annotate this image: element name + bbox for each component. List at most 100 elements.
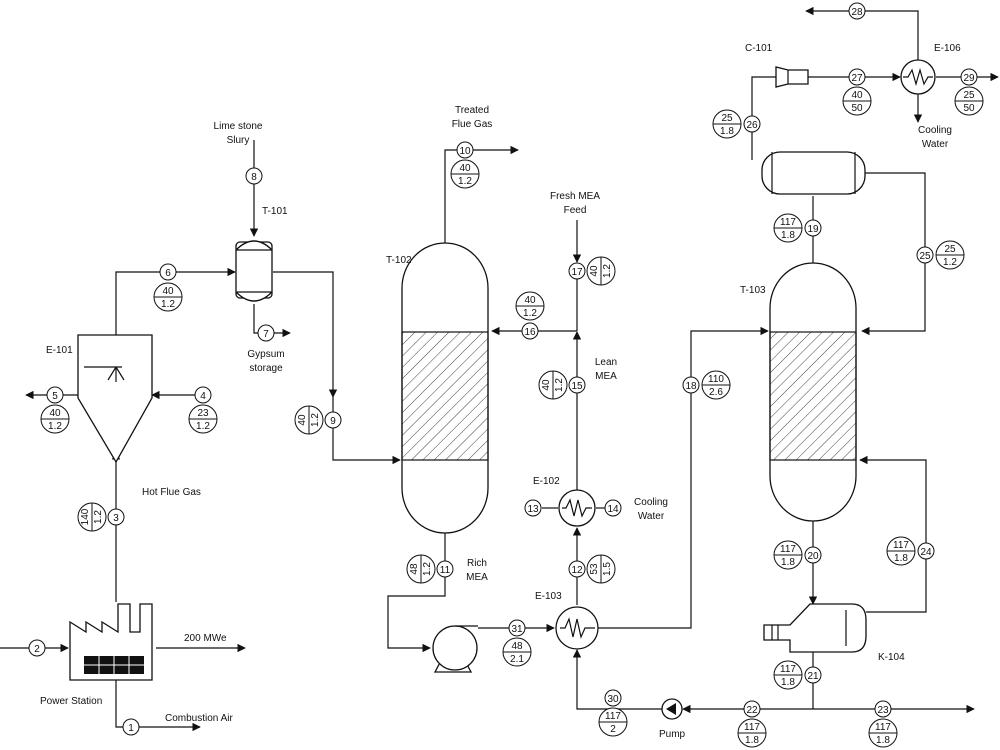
label-t103: T-103 bbox=[740, 285, 766, 296]
svg-text:22: 22 bbox=[746, 705, 758, 716]
stream-tag-3[interactable]: 3 bbox=[107, 508, 125, 526]
svg-text:110: 110 bbox=[708, 374, 724, 385]
svg-text:2.6: 2.6 bbox=[709, 387, 723, 398]
stream-tag-6[interactable]: 6 bbox=[159, 263, 177, 281]
svg-text:1.2: 1.2 bbox=[48, 421, 62, 432]
stream-tag-10[interactable]: 10 bbox=[456, 141, 474, 159]
svg-text:1.8: 1.8 bbox=[781, 677, 795, 688]
stream-tag-24[interactable]: 24 bbox=[917, 542, 935, 560]
reflux-drum[interactable] bbox=[761, 151, 866, 195]
stream-tag-2[interactable]: 2 bbox=[28, 639, 46, 657]
t101-vessel[interactable] bbox=[235, 240, 273, 302]
t103-stripper[interactable] bbox=[769, 262, 857, 522]
e102-cooler[interactable] bbox=[558, 489, 596, 527]
k104-reboiler[interactable] bbox=[763, 603, 867, 653]
stream-tag-26[interactable]: 26 bbox=[743, 115, 761, 133]
t102-absorber[interactable] bbox=[401, 242, 489, 534]
stream-tag-25[interactable]: 25 bbox=[916, 246, 934, 264]
label-rich: Rich bbox=[467, 558, 487, 569]
svg-text:5: 5 bbox=[52, 391, 58, 402]
label-e106: E-106 bbox=[934, 43, 961, 54]
stream-tag-16[interactable]: 16 bbox=[521, 322, 539, 340]
label-power-station: Power Station bbox=[40, 696, 102, 707]
stream-9-down-line bbox=[273, 271, 338, 398]
stream-tag-30[interactable]: 30 bbox=[604, 689, 622, 707]
stream-tag-15[interactable]: 15 bbox=[568, 376, 586, 394]
e106-exchanger[interactable] bbox=[900, 59, 936, 95]
svg-text:11: 11 bbox=[440, 565, 451, 576]
svg-text:20: 20 bbox=[807, 551, 819, 562]
stream-tag-11[interactable]: 11 bbox=[436, 560, 454, 578]
svg-text:40: 40 bbox=[524, 295, 536, 306]
small-pump[interactable] bbox=[661, 698, 683, 720]
svg-text:15: 15 bbox=[571, 381, 583, 392]
svg-text:9: 9 bbox=[330, 416, 336, 427]
stream-tag-4[interactable]: 4 bbox=[194, 386, 212, 404]
stream-tag-23[interactable]: 23 bbox=[874, 700, 892, 718]
stream-tag-7[interactable]: 7 bbox=[257, 324, 275, 342]
stream-tag-20[interactable]: 20 bbox=[804, 546, 822, 564]
label-storage: storage bbox=[249, 363, 283, 374]
label-c101: C-101 bbox=[745, 43, 773, 54]
c101-compressor[interactable] bbox=[775, 66, 809, 88]
label-fresh-mea: Fresh MEA bbox=[550, 191, 600, 202]
stream-tag-17[interactable]: 17 bbox=[568, 262, 586, 280]
svg-text:40: 40 bbox=[162, 286, 174, 297]
stream-tag-14[interactable]: 14 bbox=[604, 499, 622, 517]
svg-text:23: 23 bbox=[197, 408, 209, 419]
e103-exchanger[interactable] bbox=[555, 606, 599, 650]
stream-tag-29[interactable]: 29 bbox=[960, 68, 978, 86]
cond-26: 251.8 bbox=[712, 109, 742, 139]
power-station[interactable] bbox=[69, 603, 153, 681]
stream-tag-9[interactable]: 9 bbox=[324, 411, 342, 429]
svg-text:1.2: 1.2 bbox=[161, 299, 175, 310]
stream-tag-12[interactable]: 12 bbox=[568, 560, 586, 578]
label-cooling-1: Cooling bbox=[634, 497, 668, 508]
svg-text:29: 29 bbox=[963, 73, 975, 84]
svg-text:117: 117 bbox=[744, 722, 760, 733]
stream-tag-8[interactable]: 8 bbox=[245, 167, 263, 185]
svg-text:13: 13 bbox=[527, 504, 539, 515]
stream-tag-27[interactable]: 27 bbox=[848, 68, 866, 86]
stream-tag-5[interactable]: 5 bbox=[46, 386, 64, 404]
svg-text:1.8: 1.8 bbox=[781, 230, 795, 241]
label-water-2: Water bbox=[922, 139, 949, 150]
e101-scrubber[interactable] bbox=[77, 334, 153, 464]
svg-text:1.5: 1.5 bbox=[602, 562, 613, 576]
label-slury: Slury bbox=[227, 135, 250, 146]
piping bbox=[0, 6, 999, 732]
stream-tag-18[interactable]: 18 bbox=[682, 376, 700, 394]
stream-tag-22[interactable]: 22 bbox=[743, 700, 761, 718]
stream-tag-13[interactable]: 13 bbox=[524, 499, 542, 517]
svg-text:53: 53 bbox=[589, 563, 600, 575]
stream-tag-28[interactable]: 28 bbox=[848, 2, 866, 20]
svg-text:2: 2 bbox=[610, 724, 616, 735]
svg-text:8: 8 bbox=[251, 172, 257, 183]
label-lean: Lean bbox=[595, 357, 617, 368]
svg-text:50: 50 bbox=[851, 103, 863, 114]
stream-tag-19[interactable]: 19 bbox=[804, 219, 822, 237]
svg-text:27: 27 bbox=[851, 73, 863, 84]
cond-4: 231.2 bbox=[188, 404, 218, 434]
stream-tag-1[interactable]: 1 bbox=[122, 718, 140, 736]
stream-tags: 1 2 3 4 5 6 7 8 9 10 11 12 13 14 15 16 1… bbox=[28, 2, 978, 736]
stream-tag-21[interactable]: 21 bbox=[804, 666, 822, 684]
label-pump: Pump bbox=[659, 729, 686, 740]
stream-tag-31[interactable]: 31 bbox=[508, 619, 526, 637]
svg-text:26: 26 bbox=[746, 120, 758, 131]
label-e102: E-102 bbox=[533, 476, 560, 487]
svg-text:1.2: 1.2 bbox=[310, 413, 321, 427]
cond-31: 482.1 bbox=[502, 637, 532, 667]
svg-text:40: 40 bbox=[589, 265, 600, 277]
svg-text:40: 40 bbox=[541, 379, 552, 391]
centrifugal-pump[interactable] bbox=[432, 625, 478, 673]
label-t102: T-102 bbox=[386, 255, 412, 266]
stream-9-line bbox=[332, 397, 401, 465]
